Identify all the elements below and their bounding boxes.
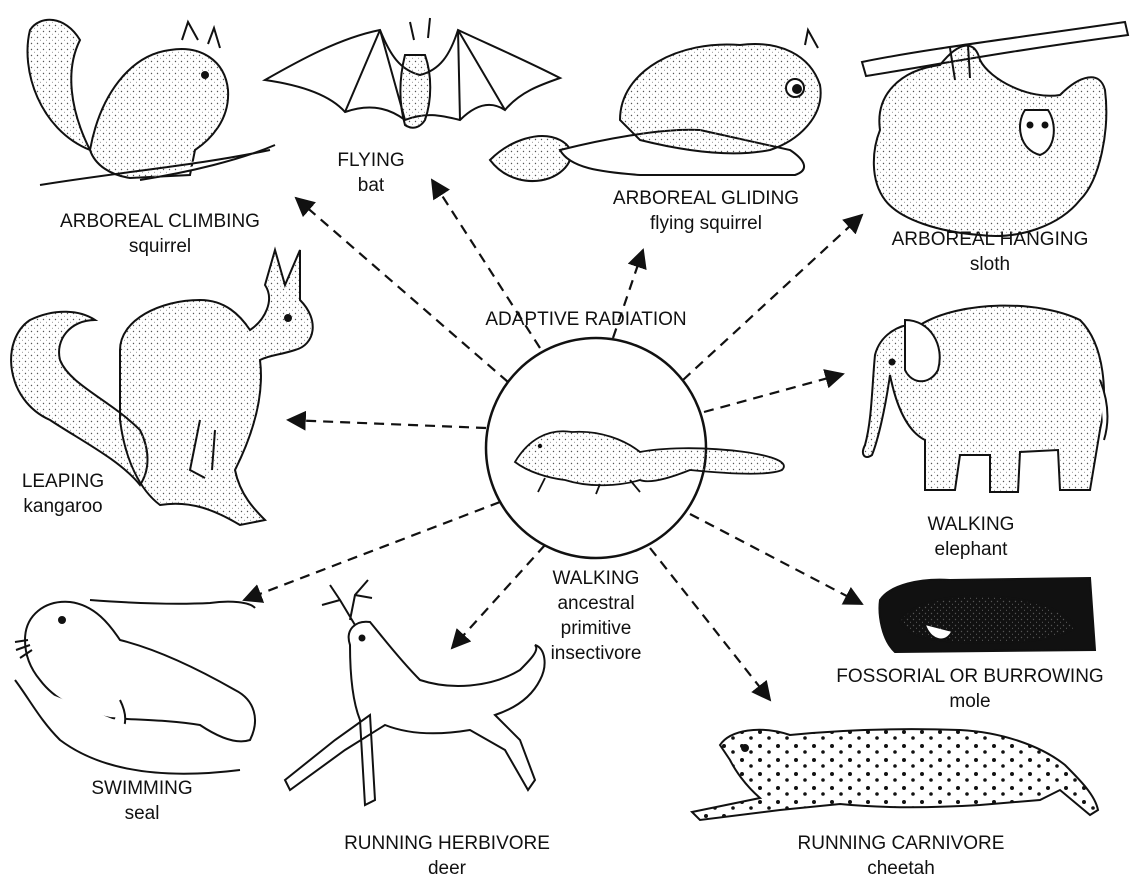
label-kangaroo: LEAPING kangaroo xyxy=(22,469,104,519)
animal-label: mole xyxy=(836,689,1103,714)
deer-illustration xyxy=(285,580,545,805)
animal-label: deer xyxy=(344,856,550,881)
label-deer: RUNNING HERBIVORE deer xyxy=(344,831,550,881)
label-cheetah: RUNNING CARNIVORE cheetah xyxy=(798,831,1005,881)
center-desc-3: insectivore xyxy=(551,641,642,666)
arrow-to-seal xyxy=(244,502,500,600)
animal-label: seal xyxy=(91,801,192,826)
center-desc-1: ancestral xyxy=(551,591,642,616)
ancestor-circle xyxy=(486,338,784,558)
arrow-to-mole xyxy=(690,514,862,604)
bat-illustration xyxy=(265,18,560,128)
label-elephant: WALKING elephant xyxy=(928,512,1015,562)
arrow-to-squirrel xyxy=(296,198,508,382)
animal-label: squirrel xyxy=(60,234,260,259)
label-bat: FLYING bat xyxy=(337,148,404,198)
locomotion-label: ARBOREAL HANGING xyxy=(892,227,1089,252)
center-label: WALKING ancestral primitive insectivore xyxy=(551,566,642,666)
animal-label: kangaroo xyxy=(22,494,104,519)
locomotion-label: ARBOREAL CLIMBING xyxy=(60,209,260,234)
arrow-to-cheetah xyxy=(650,548,770,700)
label-flying-squirrel: ARBOREAL GLIDING flying squirrel xyxy=(613,186,799,236)
locomotion-label: FOSSORIAL OR BURROWING xyxy=(836,664,1103,689)
locomotion-label: WALKING xyxy=(928,512,1015,537)
arrow-to-deer xyxy=(452,545,545,648)
arrow-to-elephant xyxy=(704,374,843,412)
cheetah-illustration xyxy=(692,729,1098,820)
label-sloth: ARBOREAL HANGING sloth xyxy=(892,227,1089,277)
locomotion-label: ARBOREAL GLIDING xyxy=(613,186,799,211)
seal-illustration xyxy=(15,600,255,774)
animal-label: sloth xyxy=(892,252,1089,277)
mole-illustration xyxy=(880,578,1095,652)
arrow-to-sloth xyxy=(683,215,862,380)
squirrel-illustration xyxy=(28,20,276,185)
animal-label: flying squirrel xyxy=(613,211,799,236)
label-squirrel: ARBOREAL CLIMBING squirrel xyxy=(60,209,260,259)
flying-squirrel-illustration xyxy=(490,30,821,181)
elephant-illustration xyxy=(863,306,1108,492)
arrow-to-kangaroo xyxy=(288,420,486,428)
animal-label: bat xyxy=(337,173,404,198)
animal-label: elephant xyxy=(928,537,1015,562)
label-mole: FOSSORIAL OR BURROWING mole xyxy=(836,664,1103,714)
label-seal: SWIMMING seal xyxy=(91,776,192,826)
animal-label: cheetah xyxy=(798,856,1005,881)
diagram-title: ADAPTIVE RADIATION xyxy=(485,309,686,331)
sloth-illustration xyxy=(862,22,1128,236)
locomotion-label: RUNNING CARNIVORE xyxy=(798,831,1005,856)
center-desc-2: primitive xyxy=(551,616,642,641)
locomotion-label: LEAPING xyxy=(22,469,104,494)
locomotion-label: RUNNING HERBIVORE xyxy=(344,831,550,856)
locomotion-label: SWIMMING xyxy=(91,776,192,801)
locomotion-label: FLYING xyxy=(337,148,404,173)
center-locomotion: WALKING xyxy=(551,566,642,591)
